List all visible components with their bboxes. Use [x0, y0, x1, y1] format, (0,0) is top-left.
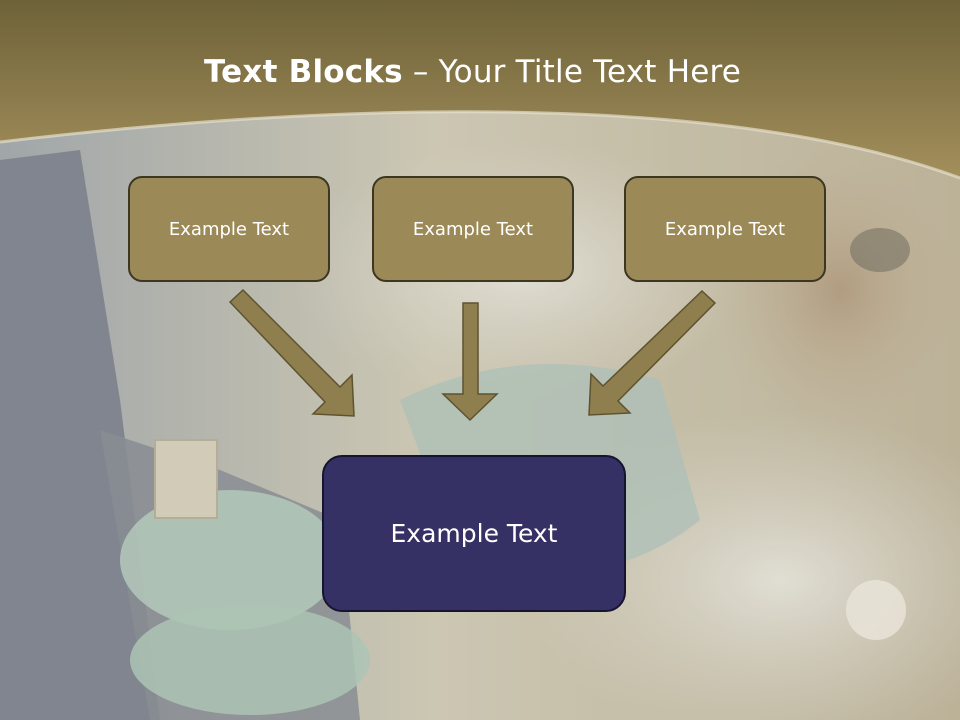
text-block-center[interactable]: Example Text: [372, 176, 574, 282]
text-block-label: Example Text: [412, 218, 534, 240]
text-block-label: Example Text: [664, 218, 786, 240]
text-block-right[interactable]: Example Text: [624, 176, 826, 282]
text-block-main-label: Example Text: [390, 519, 558, 548]
text-block-label: Example Text: [168, 218, 290, 240]
text-block-left[interactable]: Example Text: [128, 176, 330, 282]
title-rest: – Your Title Text Here: [412, 54, 742, 90]
slide-title: Text Blocks – Your Title Text Here: [0, 54, 945, 90]
title-bold: Text Blocks: [203, 54, 403, 90]
text-block-main[interactable]: Example Text: [322, 455, 626, 612]
